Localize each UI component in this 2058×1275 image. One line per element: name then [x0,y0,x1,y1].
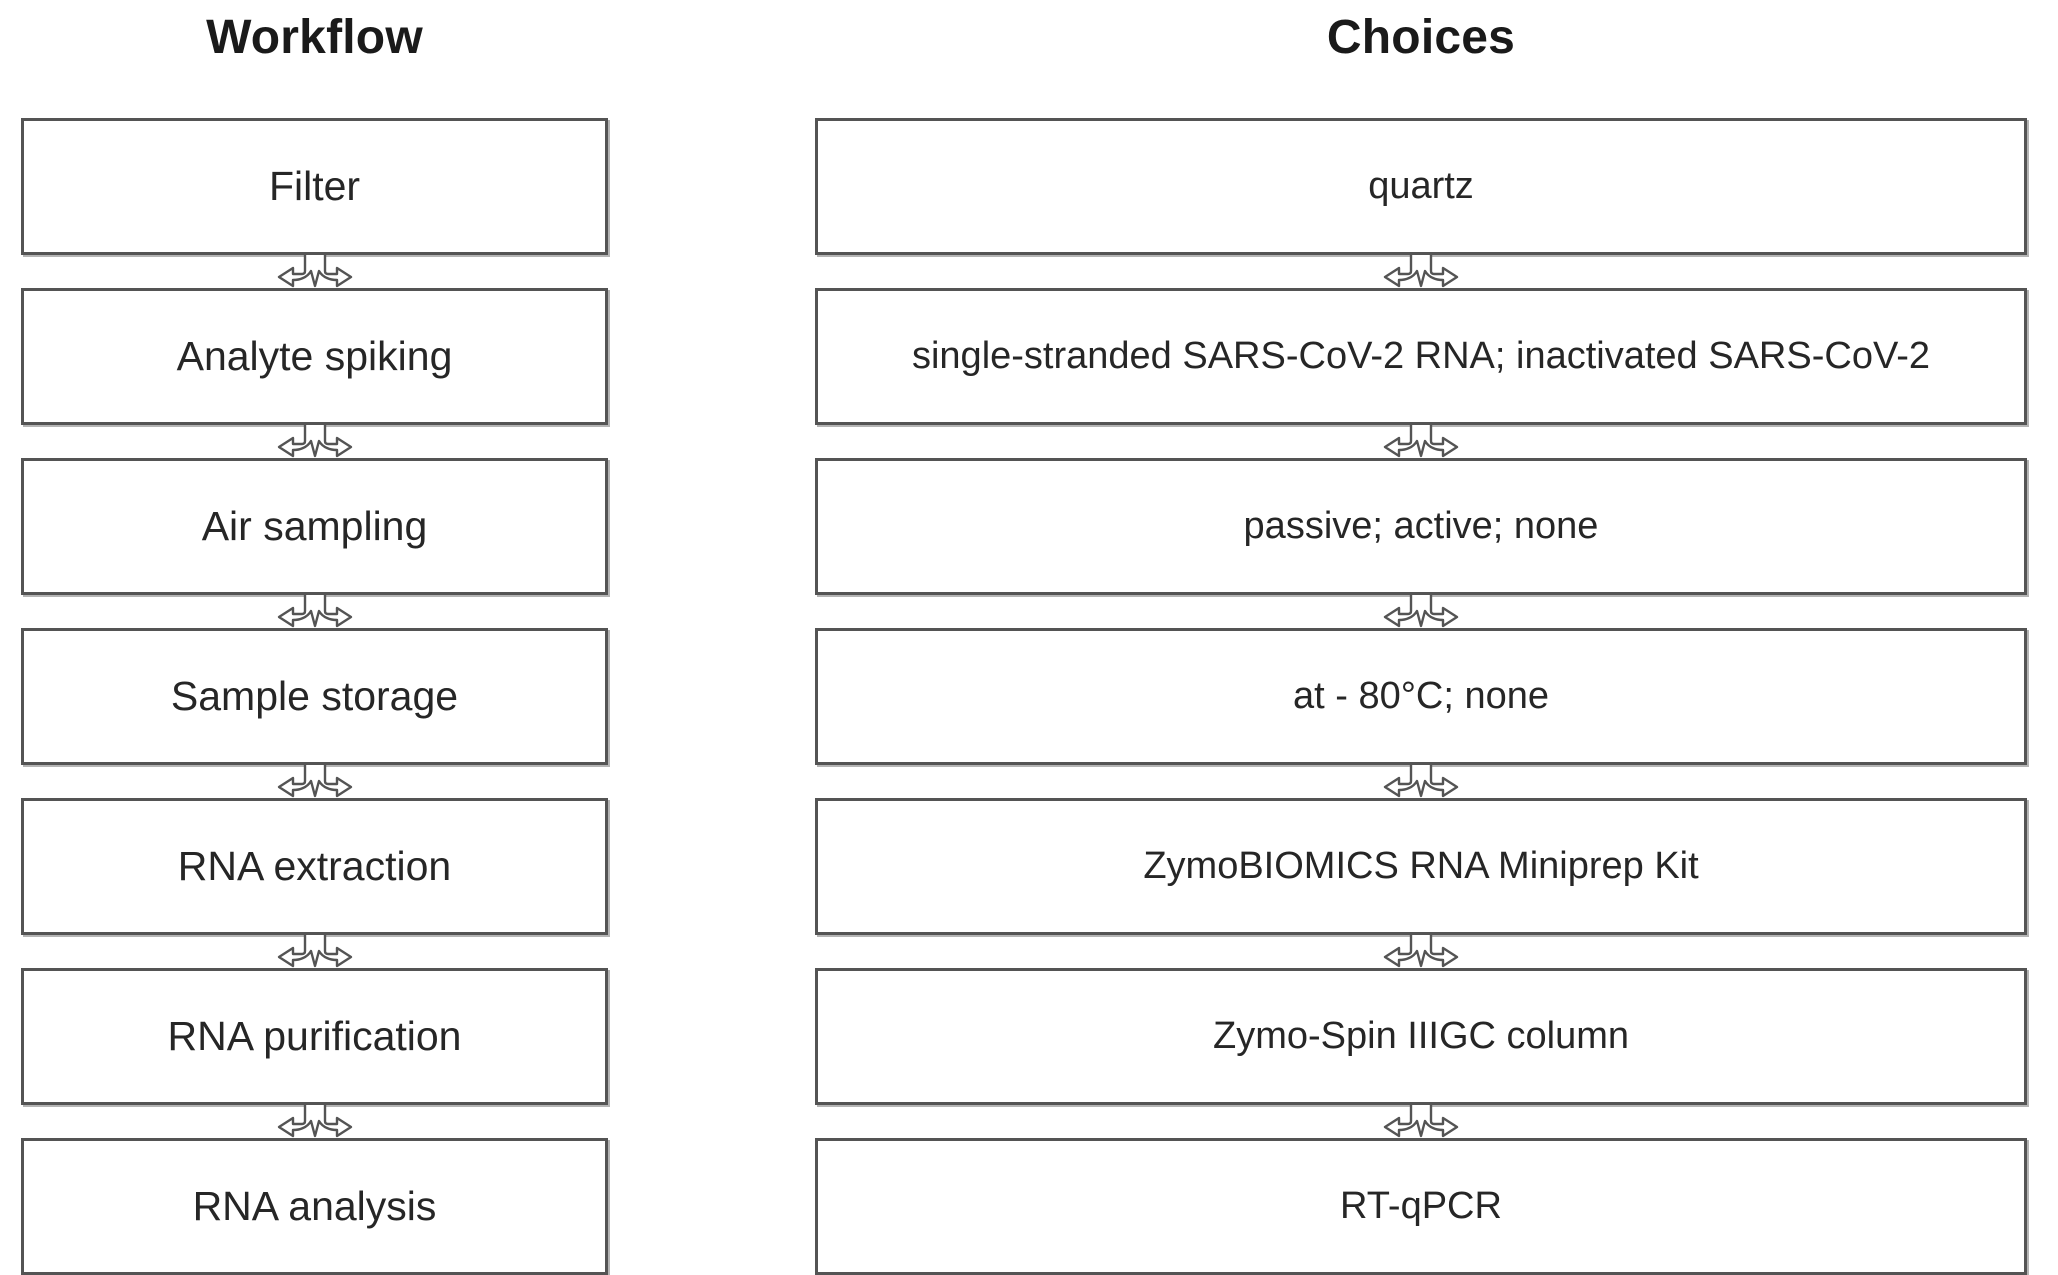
choices-step-box-3[interactable]: passive; active; none [815,458,2027,595]
workflow-step-row: Analyte spiking [21,288,608,458]
workflow-step-box-3[interactable]: Air sampling [21,458,608,595]
workflow-step-box-6[interactable]: RNA purification [21,968,608,1105]
choices-column: quartz single-stranded SARS-CoV-2 RNA; in… [815,118,2027,1275]
choices-step-row: RT-qPCR [815,1138,2027,1275]
workflow-step-box-7[interactable]: RNA analysis [21,1138,608,1275]
workflow-step-row: Sample storage [21,628,608,798]
choices-step-box-7[interactable]: RT-qPCR [815,1138,2027,1275]
choices-step-box-4[interactable]: at - 80°C; none [815,628,2027,765]
choices-step-box-5[interactable]: ZymoBIOMICS RNA Miniprep Kit [815,798,2027,935]
workflow-step-box-5[interactable]: RNA extraction [21,798,608,935]
workflow-step-label: RNA analysis [192,1182,437,1229]
choices-step-row: passive; active; none [815,458,2027,628]
choices-step-label: at - 80°C; none [1292,674,1550,717]
workflow-step-row: RNA analysis [21,1138,608,1275]
down-arrow-icon [267,933,363,968]
choices-step-row: Zymo-Spin IIIGC column [815,968,2027,1138]
workflow-step-label: Analyte spiking [176,332,453,379]
column-header-workflow: Workflow [206,11,423,64]
choices-step-box-6[interactable]: Zymo-Spin IIIGC column [815,968,2027,1105]
workflow-step-row: Air sampling [21,458,608,628]
down-arrow-icon [267,253,363,288]
choices-step-row: single-stranded SARS-CoV-2 RNA; inactiva… [815,288,2027,458]
workflow-step-box-2[interactable]: Analyte spiking [21,288,608,425]
down-arrow-icon [1373,933,1469,968]
down-arrow-icon [1373,593,1469,628]
choices-step-label: single-stranded SARS-CoV-2 RNA; inactiva… [911,334,1930,377]
choices-step-label: ZymoBIOMICS RNA Miniprep Kit [1143,844,1699,887]
down-arrow-icon [267,763,363,798]
column-header-choices: Choices [1326,11,1516,64]
workflow-step-label: RNA extraction [177,842,452,889]
choices-step-box-2[interactable]: single-stranded SARS-CoV-2 RNA; inactiva… [815,288,2027,425]
choices-step-label: Zymo-Spin IIIGC column [1213,1014,1629,1057]
workflow-step-label: RNA purification [167,1012,462,1059]
choices-step-label: passive; active; none [1243,504,1599,547]
down-arrow-icon [1373,763,1469,798]
choices-step-label: quartz [1368,164,1474,207]
choices-step-label: RT-qPCR [1340,1184,1502,1227]
down-arrow-icon [1373,423,1469,458]
workflow-step-row: RNA extraction [21,798,608,968]
workflow-step-box-4[interactable]: Sample storage [21,628,608,765]
down-arrow-icon [267,423,363,458]
down-arrow-icon [1373,253,1469,288]
down-arrow-icon [1373,1103,1469,1138]
down-arrow-icon [267,593,363,628]
down-arrow-icon [267,1103,363,1138]
workflow-step-box-1[interactable]: Filter [21,118,608,255]
workflow-step-label: Air sampling [201,502,428,549]
choices-step-row: ZymoBIOMICS RNA Miniprep Kit [815,798,2027,968]
choices-step-box-1[interactable]: quartz [815,118,2027,255]
workflow-step-label: Sample storage [170,672,459,719]
workflow-step-label: Filter [268,162,361,209]
workflow-step-row: RNA purification [21,968,608,1138]
choices-step-row: at - 80°C; none [815,628,2027,798]
workflow-step-row: Filter [21,118,608,288]
choices-step-row: quartz [815,118,2027,288]
